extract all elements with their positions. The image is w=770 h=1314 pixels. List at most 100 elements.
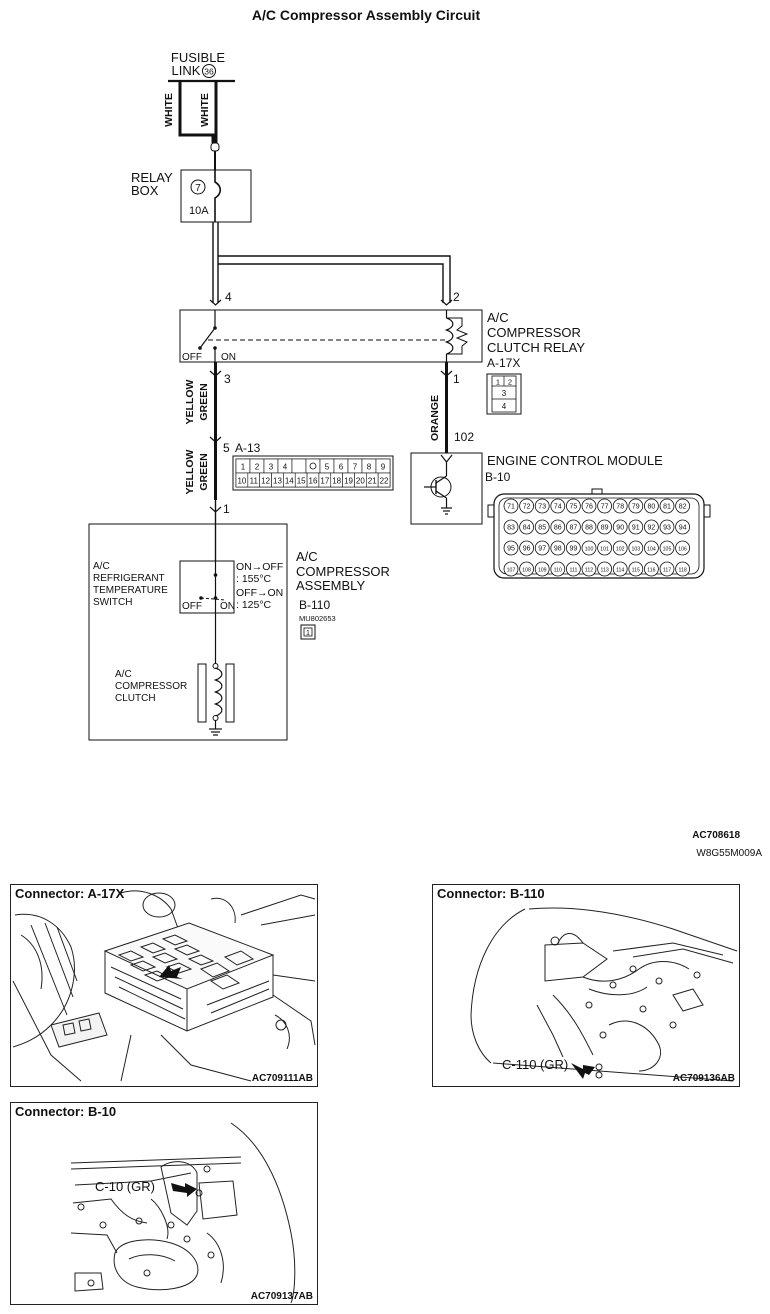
ecm-pin-111: 111 [569, 568, 577, 574]
relay-pin-1: 1 [453, 372, 460, 386]
white-wire-left [178, 81, 215, 143]
ecm-pin-95: 95 [507, 546, 515, 553]
panel-code-b110: AC709136AB [672, 1073, 735, 1084]
temp-switch-label-2: REFRIGERANT [93, 573, 165, 584]
ecm-pin-circle-77 [597, 498, 612, 514]
junction-connector [210, 142, 220, 152]
orange-wire-label: ORANGE [429, 395, 441, 441]
ecm-pin-circle-88 [581, 519, 597, 535]
joint-connector-pin-r1-6: 5 [325, 463, 330, 472]
fuse-number-circle [190, 179, 206, 195]
pin-arrow-5 [209, 436, 222, 443]
ecm-emitter-lead [435, 490, 447, 499]
joint-connector-pin-r1-8: 7 [353, 463, 358, 472]
fuse-rating: 10A [189, 205, 209, 217]
ecm-pin-circle-114 [612, 561, 628, 577]
joint-pin-1: 1 [223, 502, 230, 516]
sheet-code: W8G55M009A [696, 848, 762, 859]
relay-switch-blade [199, 327, 216, 349]
location-arrow-a17x [159, 965, 183, 979]
ecm-pin-circle-96 [519, 540, 534, 556]
compressor-connector-inner [303, 627, 313, 637]
ecm-pin-circle-85 [534, 519, 550, 535]
white-wire-left-label: WHITE [163, 93, 175, 127]
white-wire-right-label: WHITE [199, 93, 211, 127]
ecm-pin-116: 116 [647, 568, 655, 574]
joint-connector-pin-r2-6: 16 [309, 477, 318, 486]
ecm-pin-circle-93 [659, 519, 675, 535]
temp-switch-label-1: A/C [93, 561, 110, 572]
ecm-pin-circle-84 [519, 519, 534, 535]
yellow-green-2-label-a: YELLOW [184, 449, 196, 494]
clutch-label-1: A/C [115, 669, 132, 680]
ecm-pin-110: 110 [554, 568, 562, 574]
ecm-pin-circle-109 [534, 561, 550, 577]
relay-body [179, 309, 483, 363]
panel-code-b10: AC709137AB [250, 1291, 313, 1302]
temp-switch-spec-2: : 155°C [236, 573, 272, 585]
joint-connector-pin-r2-12-cell [377, 472, 391, 488]
ecm-pin-80: 80 [648, 504, 656, 511]
relay-contact-off [198, 346, 202, 350]
compressor-label-3: ASSEMBLY [296, 578, 365, 593]
ecm-pin-113: 113 [600, 568, 608, 574]
compressor-connector-pin: 1 [306, 630, 310, 637]
ecm-pin-96: 96 [523, 546, 531, 553]
temp-switch-actuator [200, 597, 227, 601]
fuse-number: 7 [195, 183, 201, 194]
ecm-pin-91: 91 [632, 525, 640, 532]
panel-title-a17x: Connector: A-17X [15, 886, 125, 901]
engine-bay-illustration-b110: C-110 (GR) [470, 907, 738, 1082]
ecm-pin-circle-95 [503, 540, 519, 556]
temp-switch-spec-1: ON→OFF [236, 561, 283, 573]
compressor-connector-id: B-110 [299, 598, 330, 612]
ecm-pin-84: 84 [523, 525, 531, 532]
ecm-pin-90: 90 [616, 525, 624, 532]
clutch-terminal-top [212, 663, 219, 669]
fusible-link-label-1: FUSIBLE [171, 50, 226, 65]
relay-connector-id: A-17X [487, 356, 520, 370]
location-arrow-b10 [171, 1183, 197, 1197]
ecm-pin-74: 74 [554, 504, 562, 511]
temp-switch-on-label: ON [220, 601, 235, 612]
panel-title-b10: Connector: B-10 [15, 1104, 117, 1119]
ecm-pin-108: 108 [522, 568, 531, 574]
connector-panel-a17x: Connector: A-17X [10, 884, 318, 1087]
joint-connector-pin-r2-12: 22 [380, 477, 389, 486]
relay-connector-pin-1: 1 [496, 378, 500, 387]
engine-bay-illustration-b10: C-10 (GR) [70, 1122, 296, 1304]
ecm-pin-circle-75 [566, 498, 581, 514]
ecm-pin-circle-103 [628, 540, 644, 556]
ecm-pin-circle-98 [550, 540, 566, 556]
ecm-pin-circle-87 [566, 519, 581, 535]
joint-connector-pin-r2-5: 15 [297, 477, 306, 486]
ecm-pin-circle-94 [675, 519, 690, 535]
compressor-label-1: A/C [296, 549, 318, 564]
ecm-pin-circle-92 [644, 519, 659, 535]
ecm-pin-114: 114 [616, 568, 624, 574]
yellow-green-2-label-b: GREEN [198, 453, 210, 490]
clutch-coil [213, 667, 223, 717]
ecm-pin-circle-117 [659, 561, 675, 577]
ecm-pin-circle-90 [612, 519, 628, 535]
relay-label-1: A/C [487, 310, 509, 325]
ecm-pin-101: 101 [600, 547, 609, 553]
wire-to-coil-outer [218, 255, 451, 303]
ecm-pin-92: 92 [648, 525, 656, 532]
ecm-pin-circle-118 [675, 561, 690, 577]
ecm-pin-103: 103 [631, 547, 640, 553]
relay-label-2: COMPRESSOR [487, 325, 581, 340]
ecm-pin-circle-76 [581, 498, 597, 514]
compressor-part-number: MU802653 [299, 614, 336, 623]
ecm-pin-circle-108 [519, 561, 534, 577]
relay-box-label-2: BOX [131, 183, 159, 198]
ecm-pin-79: 79 [632, 504, 640, 511]
ecm-name: ENGINE CONTROL MODULE [487, 453, 663, 468]
ecm-pin-71: 71 [507, 504, 515, 511]
ecm-pin-circle-107 [503, 561, 519, 577]
ecm-pin-circle-81 [659, 498, 675, 514]
ecm-pin-117: 117 [663, 568, 671, 574]
clutch-plate-right [225, 663, 235, 723]
